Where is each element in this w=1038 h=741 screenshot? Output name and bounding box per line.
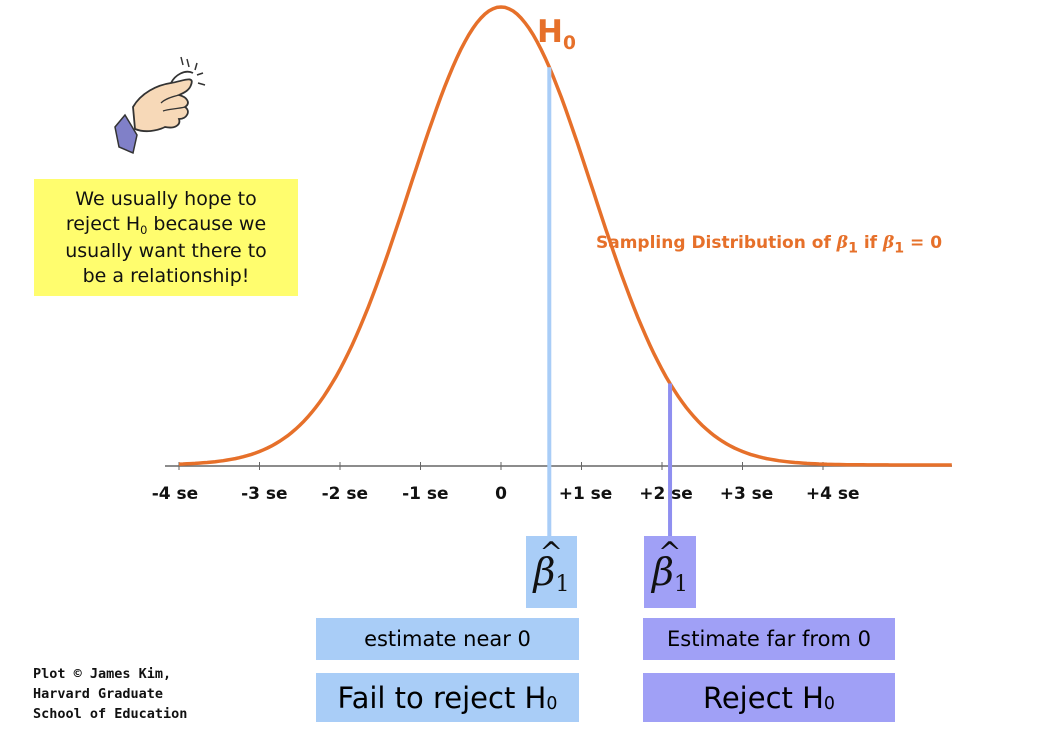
sampling-distribution-label: Sampling Distribution of β1 if β1 = 0 <box>596 233 943 257</box>
hope-to-reject-note: We usually hope to reject H0 because we … <box>34 179 298 296</box>
estimate-near-caption: estimate near 0 <box>316 618 579 660</box>
x-tick-label: +1 se <box>558 484 613 504</box>
x-tick-label: -2 se <box>321 484 369 504</box>
x-tick-label: +2 se <box>639 484 693 504</box>
h0-curve-label: H0 <box>537 14 576 54</box>
beta-hat-far-marker: ^β1 <box>644 536 696 608</box>
x-tick-label: +3 se <box>719 484 774 504</box>
x-tick-label: -4 se <box>151 484 199 504</box>
estimate-far-caption: Estimate far from 0 <box>643 618 895 660</box>
x-tick-label: +4 se <box>805 484 860 504</box>
h0-bell-curve <box>178 5 952 467</box>
x-tick-label: -3 se <box>241 484 288 504</box>
snapping-fingers-icon <box>114 56 206 155</box>
beta-hat-near-marker: ^β1 <box>526 536 577 608</box>
x-tick-label: 0 <box>495 484 507 504</box>
x-tick-label: -1 se <box>402 484 449 504</box>
